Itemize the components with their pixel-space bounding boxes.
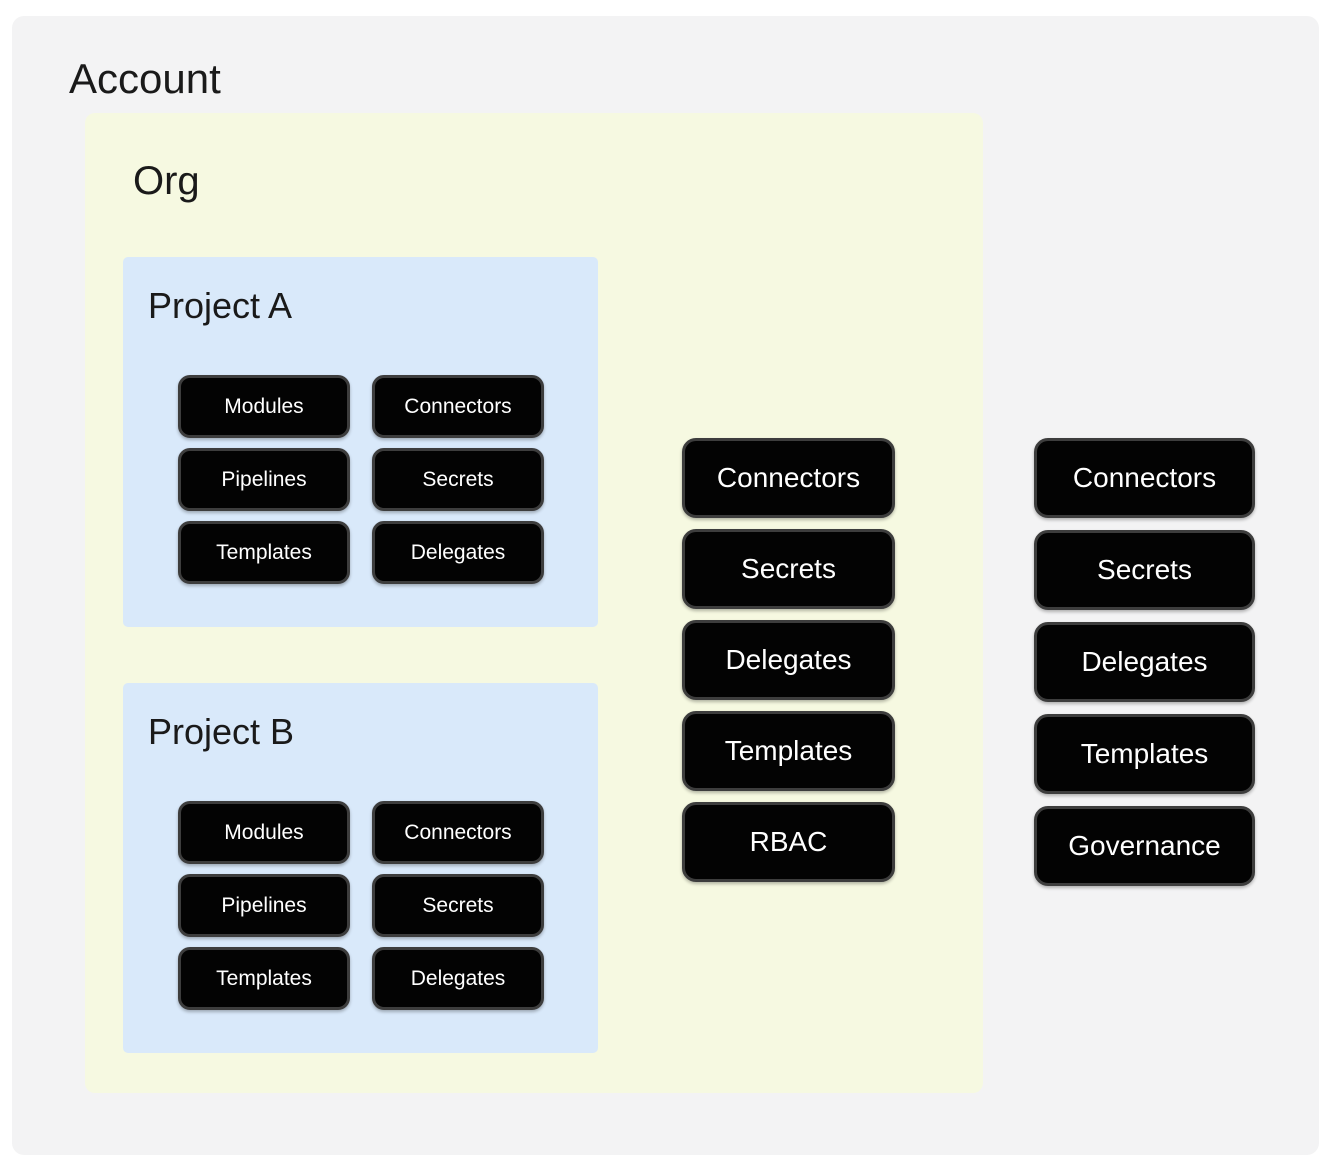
org-delegates-node: Delegates xyxy=(682,620,895,700)
project-b-delegates-node: Delegates xyxy=(372,947,544,1010)
project-b-container: Project B Modules Connectors Pipelines S… xyxy=(123,683,598,1053)
org-templates-node: Templates xyxy=(682,711,895,791)
account-resources-stack: Connectors Secrets Delegates Templates G… xyxy=(1034,438,1255,886)
project-a-secrets-node: Secrets xyxy=(372,448,544,511)
org-title: Org xyxy=(133,159,200,203)
project-a-container: Project A Modules Connectors Pipelines S… xyxy=(123,257,598,627)
project-b-modules-node: Modules xyxy=(178,801,350,864)
project-a-delegates-node: Delegates xyxy=(372,521,544,584)
account-governance-node: Governance xyxy=(1034,806,1255,886)
project-b-secrets-node: Secrets xyxy=(372,874,544,937)
project-a-resource-grid: Modules Connectors Pipelines Secrets Tem… xyxy=(178,375,544,584)
org-resources-stack: Connectors Secrets Delegates Templates R… xyxy=(682,438,895,882)
account-container: Account Org Project A Modules Connectors… xyxy=(12,16,1319,1155)
project-b-title: Project B xyxy=(148,711,295,752)
project-b-templates-node: Templates xyxy=(178,947,350,1010)
project-a-pipelines-node: Pipelines xyxy=(178,448,350,511)
project-b-resource-grid: Modules Connectors Pipelines Secrets Tem… xyxy=(178,801,544,1010)
project-a-templates-node: Templates xyxy=(178,521,350,584)
account-connectors-node: Connectors xyxy=(1034,438,1255,518)
account-title: Account xyxy=(69,55,221,102)
org-rbac-node: RBAC xyxy=(682,802,895,882)
org-connectors-node: Connectors xyxy=(682,438,895,518)
project-a-connectors-node: Connectors xyxy=(372,375,544,438)
project-a-modules-node: Modules xyxy=(178,375,350,438)
org-container: Org Project A Modules Connectors Pipelin… xyxy=(85,113,983,1093)
account-secrets-node: Secrets xyxy=(1034,530,1255,610)
project-b-connectors-node: Connectors xyxy=(372,801,544,864)
account-delegates-node: Delegates xyxy=(1034,622,1255,702)
project-a-title: Project A xyxy=(148,285,293,326)
org-secrets-node: Secrets xyxy=(682,529,895,609)
account-templates-node: Templates xyxy=(1034,714,1255,794)
project-b-pipelines-node: Pipelines xyxy=(178,874,350,937)
